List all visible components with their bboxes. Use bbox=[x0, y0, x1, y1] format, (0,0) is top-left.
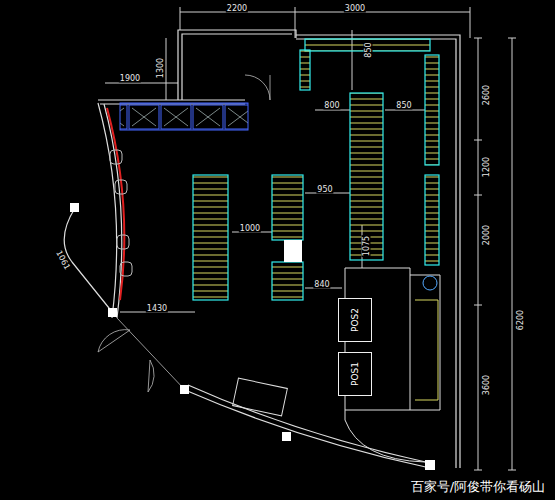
dimension: 1900 bbox=[119, 74, 141, 83]
dimension: 950 bbox=[316, 185, 333, 194]
dimension: 3000 bbox=[344, 4, 366, 13]
dimension: 1430 bbox=[146, 304, 168, 313]
pos-counter: POS1 bbox=[338, 352, 372, 396]
pos-counter: POS2 bbox=[338, 298, 372, 342]
pos-label: POS1 bbox=[350, 362, 360, 386]
pos-label: POS2 bbox=[350, 308, 360, 332]
dimension: 1061 bbox=[54, 248, 72, 272]
dimension: 1300 bbox=[156, 57, 165, 79]
dimension: 2600 bbox=[482, 84, 491, 106]
dimension: 1000 bbox=[239, 224, 261, 233]
dimension: 850 bbox=[364, 41, 373, 58]
dimension: 2200 bbox=[226, 4, 248, 13]
dimension: 3600 bbox=[482, 374, 491, 396]
dimension: 850 bbox=[395, 101, 412, 110]
dimension: 1075 bbox=[362, 235, 371, 257]
dimension: 6200 bbox=[516, 309, 525, 331]
dimension: 2000 bbox=[482, 224, 491, 246]
dimension: 800 bbox=[323, 101, 340, 110]
dimension: 840 bbox=[313, 280, 330, 289]
watermark: 百家号/阿俊带你看砀山 bbox=[410, 479, 546, 494]
dimension: 1200 bbox=[482, 156, 491, 178]
